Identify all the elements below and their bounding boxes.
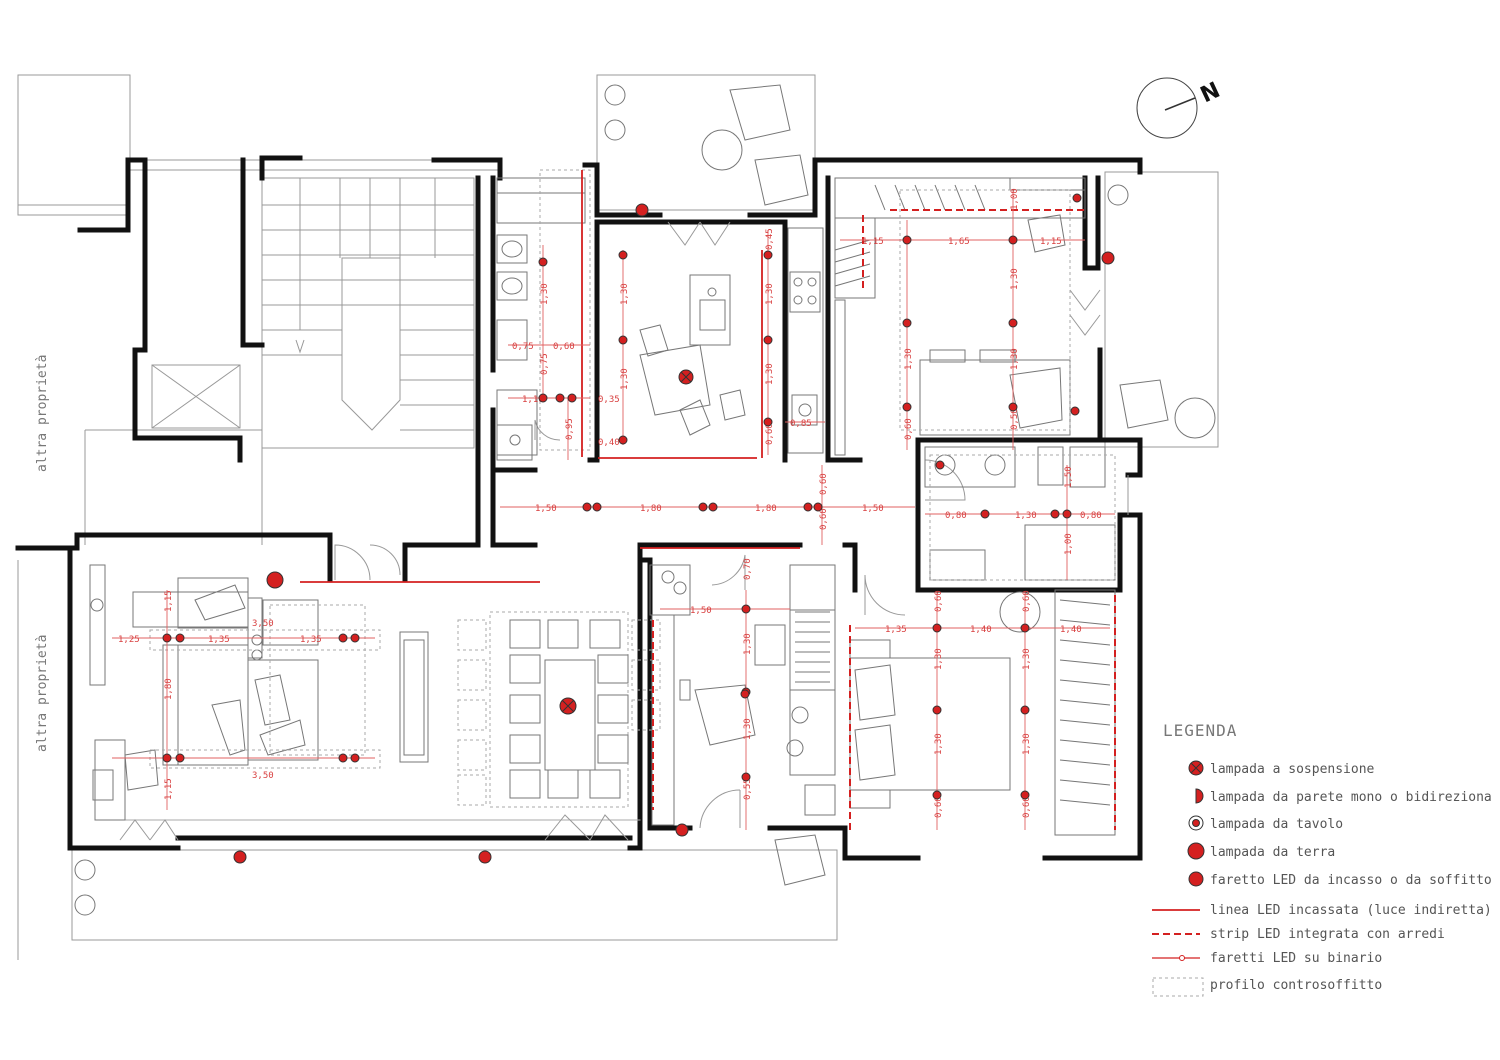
legend-ceiling: profilo controsoffitto	[1210, 978, 1382, 993]
svg-text:0,60: 0,60	[1022, 796, 1032, 818]
svg-text:0,75: 0,75	[512, 342, 534, 352]
svg-text:3,50: 3,50	[252, 771, 274, 781]
legend-led-line: linea LED incassata (luce indiretta)	[1210, 903, 1492, 918]
svg-text:1,30: 1,30	[1022, 648, 1032, 670]
svg-text:0,60: 0,60	[934, 796, 944, 818]
svg-text:1,30: 1,30	[743, 718, 753, 740]
led-lines	[300, 170, 1116, 830]
svg-text:1,35: 1,35	[300, 635, 322, 645]
svg-text:1,30: 1,30	[743, 633, 753, 655]
svg-text:1,30: 1,30	[620, 283, 630, 305]
svg-text:0,55: 0,55	[743, 778, 753, 800]
svg-text:1,10: 1,10	[522, 395, 544, 405]
dimension-labels: 1,50 1,80 1,80 1,50 0,60 0,60 1,25 1,35 …	[118, 188, 1102, 818]
ceiling-spotlights	[162, 193, 1082, 800]
svg-text:1,30: 1,30	[1010, 268, 1020, 290]
neighbor-property-label-bottom: altra proprietà	[35, 635, 50, 752]
svg-text:3,50: 3,50	[252, 619, 274, 629]
svg-text:0,60: 0,60	[904, 418, 914, 440]
legend-table: lampada da tavolo	[1210, 817, 1343, 832]
legend-floor: lampada da terra	[1210, 845, 1335, 860]
bedroom1-furniture	[834, 177, 1086, 456]
svg-text:0,80: 0,80	[945, 511, 967, 521]
svg-text:1,50: 1,50	[1064, 466, 1074, 488]
svg-text:0,60: 0,60	[1022, 590, 1032, 612]
svg-text:1,30: 1,30	[540, 283, 550, 305]
svg-text:0,40: 0,40	[598, 438, 620, 448]
lamps	[233, 203, 1115, 864]
svg-text:1,35: 1,35	[208, 635, 230, 645]
svg-text:0,75: 0,75	[540, 353, 550, 375]
svg-text:0,95: 0,95	[565, 418, 575, 440]
legend-led-track: faretti LED su binario	[1210, 951, 1382, 966]
doors	[119, 221, 1129, 841]
svg-text:0,60: 0,60	[819, 508, 829, 530]
neighbor-property-label-top: altra proprietà	[35, 355, 50, 472]
svg-text:1,50: 1,50	[690, 606, 712, 616]
svg-text:1,25: 1,25	[118, 635, 140, 645]
svg-text:0,70: 0,70	[743, 558, 753, 580]
svg-text:1,30: 1,30	[1010, 348, 1020, 370]
svg-text:1,40: 1,40	[970, 625, 992, 635]
svg-text:1,30: 1,30	[765, 283, 775, 305]
bath1-fixtures	[496, 177, 586, 461]
svg-text:0,60: 0,60	[819, 473, 829, 495]
svg-text:1,80: 1,80	[640, 504, 662, 514]
svg-text:1,30: 1,30	[765, 363, 775, 385]
legend-spot: faretto LED da incasso o da soffitto	[1210, 873, 1492, 888]
svg-text:1,30: 1,30	[904, 348, 914, 370]
svg-text:1,30: 1,30	[934, 648, 944, 670]
svg-text:0,35: 0,35	[598, 395, 620, 405]
dining-table	[457, 611, 661, 808]
legend-title: LEGENDA	[1163, 721, 1237, 740]
svg-text:1,30: 1,30	[620, 368, 630, 390]
svg-text:1,30: 1,30	[934, 733, 944, 755]
svg-text:1,40: 1,40	[1060, 625, 1082, 635]
legend-led-strip: strip LED integrata con arredi	[1210, 927, 1445, 942]
svg-text:N: N	[1197, 78, 1224, 108]
dining-chairs	[509, 619, 629, 799]
svg-text:1,30: 1,30	[1015, 511, 1037, 521]
svg-text:0,80: 0,80	[1080, 511, 1102, 521]
svg-text:1,15: 1,15	[862, 237, 884, 247]
legend-pendant: lampada a sospensione	[1210, 762, 1375, 777]
walls	[15, 155, 1143, 861]
svg-text:1,00: 1,00	[1064, 533, 1074, 555]
terrace-outlines	[17, 74, 1219, 960]
svg-text:1,15: 1,15	[164, 590, 174, 612]
svg-text:0,45: 0,45	[765, 228, 775, 250]
svg-text:1,00: 1,00	[1010, 188, 1020, 210]
terrace-chairs	[74, 84, 1216, 916]
svg-text:1,30: 1,30	[1022, 733, 1032, 755]
svg-text:1,15: 1,15	[164, 778, 174, 800]
svg-text:0,50: 0,50	[1010, 408, 1020, 430]
ceiling-profiles	[149, 169, 1116, 769]
living-sofa-group	[89, 564, 429, 821]
svg-text:1,50: 1,50	[862, 504, 884, 514]
svg-text:1,80: 1,80	[755, 504, 777, 514]
kitchen-furniture	[639, 227, 824, 454]
svg-text:0,60: 0,60	[553, 342, 575, 352]
svg-text:1,50: 1,50	[535, 504, 557, 514]
svg-text:0,85: 0,85	[790, 419, 812, 429]
legend: LEGENDA lampada a sospensione lampada da…	[1152, 721, 1492, 997]
svg-text:0,60: 0,60	[934, 590, 944, 612]
svg-text:0,60: 0,60	[765, 423, 775, 445]
legend-wall: lampada da parete mono o bidireziona	[1210, 790, 1492, 805]
svg-text:1,35: 1,35	[885, 625, 907, 635]
svg-text:1,80: 1,80	[164, 678, 174, 700]
svg-text:1,65: 1,65	[948, 237, 970, 247]
svg-text:1,15: 1,15	[1040, 237, 1062, 247]
stairwell	[84, 177, 475, 545]
north-arrow: N	[1136, 77, 1224, 139]
